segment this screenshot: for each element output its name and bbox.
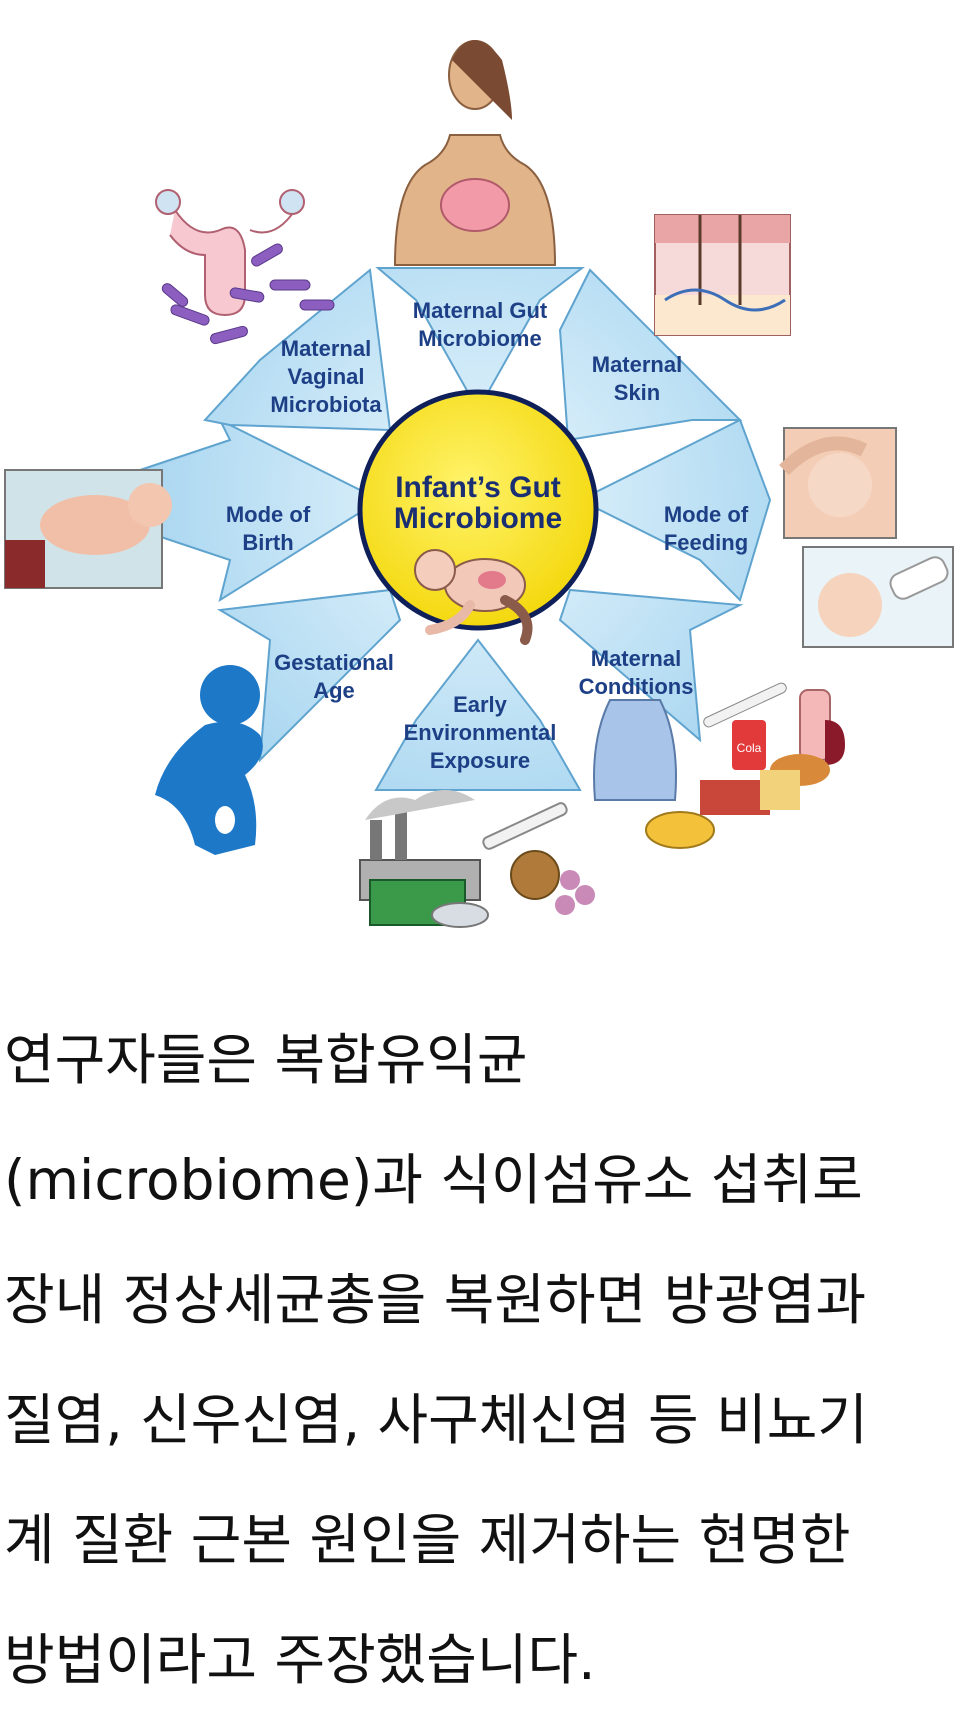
label-maternal-gut-line1: Maternal Gut: [413, 298, 548, 323]
bottle-feeding-illustration: [803, 547, 953, 647]
cola-can-text: Cola: [737, 741, 762, 755]
mother-torso-illustration: [395, 40, 555, 265]
label-maternal-conditions-line1: Maternal: [591, 646, 681, 671]
maternal-conditions-illustration: Cola: [594, 681, 845, 848]
label-maternal-skin-line2: Skin: [614, 380, 660, 405]
environment-illustration: [360, 790, 595, 927]
pregnant-silhouette-illustration: [155, 665, 263, 855]
caption-line-1: 연구자들은 복합유익균: [4, 1000, 952, 1120]
label-gestational-age-line1: Gestational: [274, 650, 394, 675]
label-mode-of-birth-line2: Birth: [242, 530, 293, 555]
caption-line-2: (microbiome)과 식이섬유소 섭취로: [4, 1120, 952, 1240]
label-early-environmental-line3: Exposure: [430, 748, 530, 773]
label-maternal-vaginal-line2: Vaginal: [287, 364, 364, 389]
newborn-delivery-illustration: [5, 470, 172, 588]
skin-section-illustration: [655, 215, 790, 335]
center-title-line2: Microbiome: [394, 502, 562, 535]
caption-paragraph: 연구자들은 복합유익균 (microbiome)과 식이섬유소 섭취로 장내 정…: [4, 1000, 952, 1720]
label-maternal-gut-line2: Microbiome: [418, 326, 541, 351]
label-mode-of-birth-line1: Mode of: [226, 502, 311, 527]
caption-line-6: 방법이라고 주장했습니다.: [4, 1600, 952, 1720]
label-maternal-conditions-line2: Conditions: [579, 674, 694, 699]
label-maternal-vaginal-line3: Microbiota: [270, 392, 382, 417]
caption-line-5: 계 질환 근본 원인을 제거하는 현명한: [4, 1480, 952, 1600]
label-maternal-vaginal-line1: Maternal: [281, 336, 371, 361]
label-early-environmental-line1: Early: [453, 692, 508, 717]
breastfeeding-illustration: [784, 428, 896, 538]
caption-line-4: 질염, 신우신염, 사구체신염 등 비뇨기: [4, 1360, 952, 1480]
center-title-line1: Infant’s Gut: [395, 471, 561, 504]
label-mode-of-feeding-line2: Feeding: [664, 530, 748, 555]
label-early-environmental-line2: Environmental: [404, 720, 557, 745]
label-gestational-age-line2: Age: [313, 678, 355, 703]
label-maternal-skin-line1: Maternal: [592, 352, 682, 377]
infant-gut-microbiome-diagram: Infant’s Gut Microbiome Maternal Gut Mic…: [0, 0, 956, 960]
label-mode-of-feeding-line1: Mode of: [664, 502, 749, 527]
caption-line-3: 장내 정상세균총을 복원하면 방광염과: [4, 1240, 952, 1360]
